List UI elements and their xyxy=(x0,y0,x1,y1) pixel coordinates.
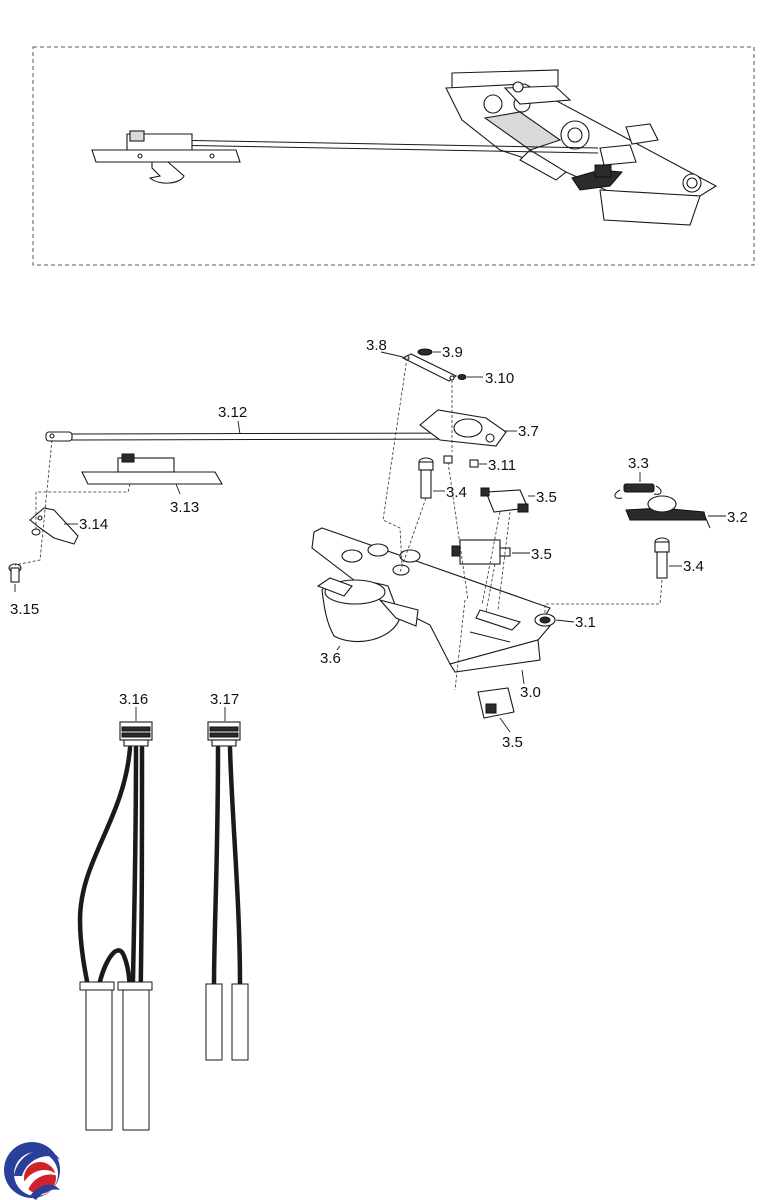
label-3-11: 3.11 xyxy=(488,457,516,474)
part-3-5-switch-lower xyxy=(477,687,515,733)
part-3-5-switch-middle xyxy=(451,539,530,565)
label-3-4-a: 3.4 xyxy=(446,484,467,501)
part-3-7-cam-plate xyxy=(419,409,517,447)
part-3-2-lever xyxy=(625,495,726,529)
label-3-7: 3.7 xyxy=(518,423,539,440)
label-3-13: 3.13 xyxy=(170,499,199,516)
part-3-6-motor xyxy=(316,577,419,651)
part-3-16-harness xyxy=(77,707,153,1131)
label-3-3: 3.3 xyxy=(628,455,649,472)
label-3-5-c: 3.5 xyxy=(502,734,523,751)
assembly-guide-lines xyxy=(14,357,663,691)
label-3-6: 3.6 xyxy=(320,650,341,667)
part-3-5-switch-upper xyxy=(480,487,535,513)
part-3-11-screws xyxy=(443,455,487,468)
label-3-2: 3.2 xyxy=(727,509,748,526)
label-3-1: 3.1 xyxy=(575,614,596,631)
label-3-14: 3.14 xyxy=(79,516,108,533)
label-3-0: 3.0 xyxy=(520,684,541,701)
assembled-view-panel xyxy=(32,46,755,266)
label-3-17: 3.17 xyxy=(210,691,239,708)
label-3-8: 3.8 xyxy=(366,337,387,354)
brand-logo-icon xyxy=(4,1142,60,1200)
part-3-9-clip xyxy=(417,348,441,356)
part-3-0-main-plate xyxy=(311,527,551,685)
part-3-15-screw xyxy=(8,563,22,592)
part-3-1-bushing xyxy=(534,613,575,627)
part-3-17-harness xyxy=(205,707,249,1061)
label-3-10: 3.10 xyxy=(485,370,514,387)
label-3-16: 3.16 xyxy=(119,691,148,708)
label-3-5-b: 3.5 xyxy=(531,546,552,563)
part-3-3-spring xyxy=(614,472,662,499)
part-3-10-washer xyxy=(457,374,483,380)
label-3-12: 3.12 xyxy=(218,404,247,421)
label-3-4-b: 3.4 xyxy=(683,558,704,575)
part-3-12-rod xyxy=(45,420,487,442)
part-3-13-flat-bar xyxy=(81,453,223,495)
label-3-9: 3.9 xyxy=(442,344,463,361)
part-3-4-pin-right xyxy=(654,537,682,579)
part-3-4-pin-left xyxy=(418,457,445,499)
label-3-15: 3.15 xyxy=(10,601,39,618)
part-3-14-hook xyxy=(29,507,79,545)
label-3-5-a: 3.5 xyxy=(536,489,557,506)
